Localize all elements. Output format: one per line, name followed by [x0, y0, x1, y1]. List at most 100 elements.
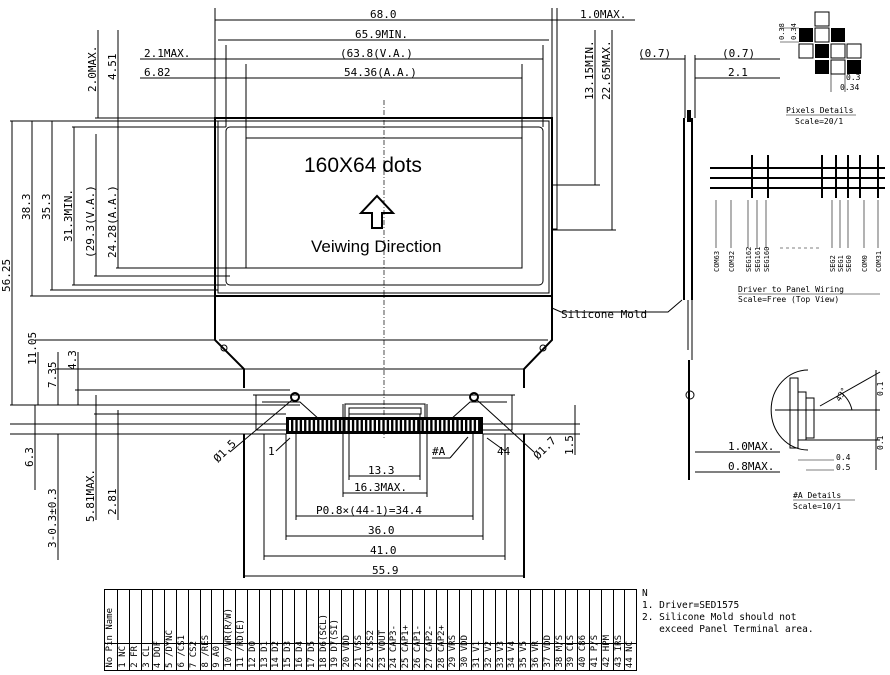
angle-45: 45° — [834, 386, 849, 403]
alignment-hole-right — [469, 392, 479, 402]
pin-label: 6 /CS1 — [177, 635, 187, 668]
pin-row: 25 CAP1+ — [400, 590, 412, 670]
pin-label: 16 D4 — [295, 640, 305, 668]
terminal-slot — [467, 420, 470, 431]
pin-label: 40 C86 — [578, 635, 589, 668]
viewing-direction-label: Veiwing Direction — [311, 237, 441, 256]
pin-row: 1 NC — [117, 590, 129, 670]
dim-0-34: 0.34 — [790, 23, 798, 40]
terminal-slot — [358, 420, 361, 431]
pin-label: 35 V5 — [519, 640, 530, 668]
dim-2-1max: 2.1MAX. — [144, 47, 190, 60]
pin-row: 6 /CS1 — [176, 590, 188, 670]
terminal-slot — [302, 420, 305, 431]
pin-label: 33 V3 — [495, 640, 506, 668]
pin-row: 15 D3 — [282, 590, 294, 670]
pin-row: 38 M/S — [553, 590, 566, 670]
pin-label: 34 V4 — [507, 640, 518, 668]
dim-55-9: 55.9 — [372, 564, 399, 577]
terminal-slot — [371, 420, 374, 431]
terminal-slot — [384, 420, 387, 431]
pin-label: 9 A0 — [212, 646, 223, 668]
terminal-slot — [476, 420, 479, 431]
wiring-label: SEG160 — [763, 247, 771, 272]
pin-row: 21 VSS — [353, 590, 365, 670]
bottom-dimensions: 13.3 16.3MAX. P0.8×(44-1)=34.4 36.0 41.0… — [244, 404, 524, 577]
dim-1max: 1.0MAX. — [580, 8, 626, 21]
wiring-label: SEG0 — [845, 255, 853, 272]
pin-row: 10 /WR(R/W) — [223, 590, 235, 670]
terminal-slot — [319, 420, 322, 431]
terminal-slot — [463, 420, 465, 431]
terminal-slot — [341, 420, 344, 431]
dim-0-7-right: (0.7) — [722, 47, 755, 60]
terminal-slot — [332, 420, 335, 431]
hole-right-dia: Ø1.7 — [531, 434, 559, 462]
pin-label: 42 HPM — [601, 635, 612, 668]
dim-36: 36.0 — [368, 524, 395, 537]
panel-ledge — [214, 296, 553, 388]
pin-row: 40 C86 — [577, 590, 589, 670]
dim-7-35: 7.35 — [46, 362, 59, 389]
viewing-direction-arrow-icon — [358, 194, 396, 229]
terminal-slot — [458, 420, 461, 431]
pin-label: 23 VOUT — [377, 630, 388, 668]
wiring-label: SEG1 — [837, 255, 845, 272]
note-3: exceed Panel Terminal area. — [642, 624, 814, 635]
glass-outline — [214, 117, 553, 297]
dim-0-38: 0.38 — [778, 23, 786, 40]
hole-left-dia: Ø1.5 — [211, 437, 239, 465]
terminal-slot — [367, 420, 370, 431]
left-dimensions: 56.25 2.0MAX. 4.51 38.3 35.3 31.3MIN. (2… — [0, 30, 300, 560]
pin-label: 11 /RD(E) — [236, 619, 246, 668]
alignment-hole-left — [290, 392, 300, 402]
terminal-slot — [345, 420, 348, 431]
pin-row: 12 D0 — [246, 590, 259, 670]
pin-row: 16 D4 — [294, 590, 306, 670]
terminal-slot — [410, 420, 413, 431]
wiring-label: SEG162 — [745, 247, 753, 272]
a-details-scale: Scale=10/1 — [793, 502, 841, 511]
dim-6-82: 6.82 — [144, 66, 171, 79]
dim-3-0-3: 3-0.3±0.3 — [46, 488, 59, 548]
terminal-slot — [323, 420, 326, 431]
pin-label: 39 CLS — [566, 635, 577, 668]
terminal-slot — [297, 420, 300, 431]
pin-row: 5 /DYNC — [164, 590, 176, 670]
pin-row: 28 CAP2+ — [435, 590, 448, 670]
dim-4-51: 4.51 — [106, 54, 119, 81]
dim-11-05: 11.05 — [26, 332, 39, 365]
wiring-scale: Scale=Free (Top View) — [738, 295, 839, 304]
pin-row: 19 D7(SI) — [329, 590, 341, 670]
terminal-slot — [349, 420, 352, 431]
viewing-area — [225, 126, 544, 286]
pin-label: 36 VR — [531, 640, 541, 668]
pin-label: 41 P/S — [590, 635, 600, 668]
pin-label: 7 CS2 — [188, 640, 199, 668]
terminal-slot — [354, 420, 357, 431]
dim-13-15min: 13.15MIN. — [583, 40, 596, 100]
pin-label: 43 IRS — [613, 635, 624, 668]
pin-label: 19 D7(SI) — [330, 619, 341, 668]
notes-heading: N — [642, 588, 648, 599]
dim-pitch: P0.8×(44-1)=34.4 — [316, 504, 422, 517]
dim-56-25: 56.25 — [0, 259, 13, 292]
pin-row: 23 VOUT — [376, 590, 389, 670]
terminal-slot — [441, 420, 444, 431]
pin-row: 14 D2 — [270, 590, 282, 670]
pin-label: 17 D5 — [306, 640, 317, 668]
pin-table-header: No Pin Name — [105, 608, 115, 668]
notes: N 1. Driver=SED1575 2. Silicone Mold sho… — [642, 588, 882, 636]
pin-label: 29 VRS — [448, 635, 459, 668]
pin-label: 26 CAP1- — [413, 624, 423, 668]
pin-label: 13 D1 — [259, 640, 270, 668]
pin-row: 8 /RES — [199, 590, 212, 670]
display-resolution: 160X64 dots — [304, 154, 422, 177]
terminal-slot — [336, 420, 339, 431]
side-view: (0.7) (0.7) 2.1 — [638, 47, 780, 480]
dim-22-65max: 22.65MAX. — [600, 40, 613, 100]
terminal-slot — [293, 420, 296, 431]
dim-0-3: 0.3 — [846, 73, 861, 82]
dim-29-3va: (29.3(V.A.) — [84, 185, 97, 258]
